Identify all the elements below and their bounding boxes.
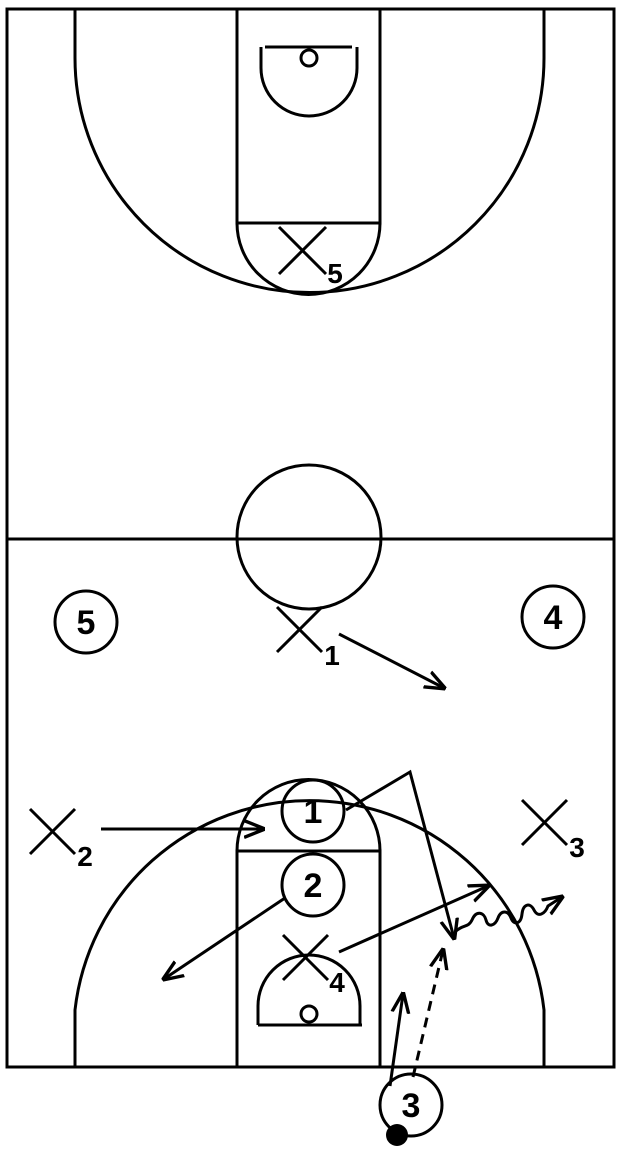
ball-icon: [386, 1124, 408, 1146]
free-throw-circle-top: [235, 222, 382, 296]
offense-player-3: 3: [378, 1072, 444, 1138]
offense-player-1-label: 1: [304, 793, 323, 831]
cut-arrow-o2: [164, 896, 286, 979]
defender-x2-label: 2: [77, 841, 93, 872]
defender-x4-label: 4: [329, 967, 345, 998]
defender-x3: 3: [520, 798, 585, 863]
offense-player-5: 5: [53, 589, 119, 655]
defender-x1: 1: [275, 605, 340, 671]
cut-arrow-x1: [338, 632, 444, 688]
dribble-arrow: [455, 897, 562, 933]
offense-players: 1 2 3 4 5: [53, 584, 586, 1138]
defender-x2: 2: [28, 807, 93, 872]
offense-player-2: 2: [280, 852, 346, 918]
three-point-arc-bottom: [73, 799, 546, 1067]
cut-arrow-o3: [388, 994, 403, 1087]
defender-x3-label: 3: [569, 832, 585, 863]
defender-x5: 5: [277, 225, 343, 289]
offense-player-2-label: 2: [304, 867, 323, 905]
defenders: 1 2 3 4 5: [28, 225, 585, 998]
cut-arrow-x4: [338, 886, 488, 954]
key-bottom: [235, 849, 382, 1067]
center-circle: [235, 463, 383, 611]
rim-top: [299, 48, 319, 68]
rim-bottom: [299, 1004, 319, 1024]
offense-player-5-label: 5: [77, 604, 96, 642]
defender-x1-label: 1: [324, 640, 340, 671]
offense-player-4: 4: [520, 584, 586, 650]
defender-x4: 4: [281, 933, 345, 998]
offense-player-3-label: 3: [402, 1087, 421, 1125]
key-top: [235, 9, 382, 225]
defender-x5-label: 5: [327, 258, 343, 289]
offense-player-1: 1: [280, 778, 346, 844]
three-point-arc-top: [73, 9, 546, 294]
cut-arrow-o1: [345, 769, 454, 938]
pass-arrow-o3: [411, 950, 443, 1078]
offense-player-4-label: 4: [544, 599, 563, 637]
restricted-arc-top: [259, 47, 359, 118]
movements: [101, 632, 562, 1087]
